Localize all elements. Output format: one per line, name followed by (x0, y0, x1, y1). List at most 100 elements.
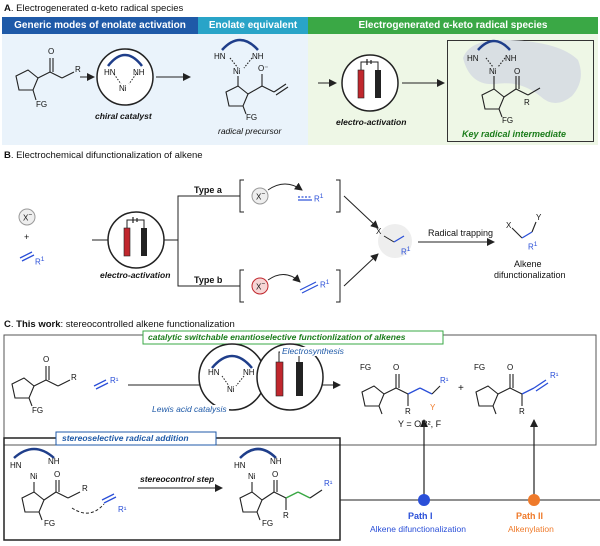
o-label-a3: O (514, 67, 521, 76)
type-b-r1-text: R (320, 280, 326, 290)
banner-text: catalytic switchable enantioselective fu… (148, 332, 406, 342)
section-b-title: B. Electrochemical difunctionalization o… (4, 150, 203, 161)
fg-label-a3: FG (502, 116, 514, 125)
fg-label-c1: FG (32, 406, 44, 415)
chiral-catalyst-label: chiral catalyst (95, 111, 152, 121)
electrode-pair-a (357, 59, 381, 99)
imidazole-ketone-structure-c (11, 366, 71, 407)
section-a-label: A (4, 3, 11, 14)
type-b-bracket (239, 269, 341, 303)
imidazole-ketone-structure (15, 58, 75, 101)
nh-label-a1: NH (133, 68, 145, 77)
nh-label-a3: NH (505, 54, 517, 63)
fg-label-s2: FG (262, 519, 274, 528)
type-a-curved-arrow (267, 182, 303, 191)
ni-label-a3: Ni (489, 67, 497, 76)
x-minus-circle (18, 208, 36, 226)
product-r1-label: R1 (528, 241, 538, 252)
x-minus-text: X (23, 213, 29, 223)
section-b-title-text: Electrochemical difunctionalization of a… (16, 150, 203, 161)
x-minus-label: X− (23, 212, 33, 223)
r1-label-s2: R¹ (324, 479, 333, 488)
r-label-p2: R (519, 407, 525, 416)
hn-label-s1: HN (10, 461, 22, 470)
hn-label-a3: HN (467, 54, 479, 63)
type-a-r1-label: R1 (314, 193, 324, 204)
path1-title: Path I (408, 511, 433, 521)
nh-label-a2: NH (252, 52, 264, 61)
intermediate-r1-label: R1 (401, 246, 411, 257)
r1-label-b-reagent: R1 (35, 256, 45, 267)
header-electrogenerated: Electrogenerated α-keto radical species (308, 17, 598, 34)
stereo-product-structure (239, 447, 323, 521)
radical-precursor-label: radical precursor (218, 126, 282, 136)
fg-label-s1: FG (44, 519, 56, 528)
plus-sign-b: + (24, 232, 30, 242)
difunctionalization-label: difunctionalization (494, 270, 566, 280)
type-b-label: Type b (194, 275, 223, 285)
branch-lines (164, 195, 240, 287)
alkene-label: Alkene (514, 259, 542, 269)
stereo-banner-box (55, 431, 217, 446)
type-b-x-circle (251, 277, 269, 295)
this-work-label: This work (16, 319, 61, 330)
electro-activation-circle-a (341, 54, 399, 112)
arrow-type-a-to-int (343, 195, 379, 229)
stereo-alkene (101, 493, 117, 504)
o-label-a1: O (48, 47, 55, 56)
product-2-structure (475, 374, 549, 415)
panel-a-mid (198, 17, 308, 145)
path2-node (528, 494, 540, 506)
r-label-s1: R (82, 484, 88, 493)
hn-label-c1: HN (208, 368, 220, 377)
type-a-x-circle (251, 187, 269, 205)
lewis-acid-circle (198, 343, 266, 411)
key-intermediate-label: Key radical intermediate (462, 129, 567, 139)
arrow-type-b-to-int (343, 253, 379, 287)
o-label-p2: O (507, 363, 514, 372)
r-label-a3: R (524, 98, 530, 107)
key-intermediate-structure (477, 39, 541, 118)
electrosynthesis-circle (256, 343, 324, 411)
catalyst-shell-shape (463, 39, 581, 103)
lewis-acid-label: Lewis acid catalysis (150, 404, 229, 414)
radical-trapping-label: Radical trapping (428, 228, 494, 238)
r-label-p1: R (405, 407, 411, 416)
fg-label-p1: FG (360, 363, 372, 372)
path1-node (418, 494, 430, 506)
intermediate-x-label: X (376, 227, 382, 236)
fg-label-a1: FG (36, 100, 48, 109)
product-r1-text: R (528, 242, 534, 252)
plus-sign-c: + (458, 383, 464, 394)
stereocontrol-step-label: stereocontrol step (140, 474, 215, 484)
electrode-pair-b (123, 217, 147, 257)
ni-label-s1: Ni (30, 472, 38, 481)
r-label-c1: R (71, 373, 77, 382)
section-c-label: C (4, 319, 11, 330)
alkene-reagent (19, 251, 35, 262)
hn-label-a1: HN (104, 68, 116, 77)
type-b-r1-label: R1 (320, 279, 330, 290)
o-label-c1: O (43, 355, 50, 364)
electro-activation-label-b: electro-activation (100, 270, 171, 280)
key-intermediate-box (447, 40, 594, 142)
r1-label-p2: R¹ (550, 371, 559, 380)
alkene-reagent-c (93, 379, 109, 390)
section-a-title: A. Electrogenerated α-keto radical speci… (4, 3, 184, 14)
ligand-arc-1 (107, 53, 143, 67)
r1-text-b: R (35, 257, 41, 267)
r1-label-p1: R¹ (440, 376, 449, 385)
difunctionalized-product-structure (511, 221, 537, 239)
fg-label-p2: FG (474, 363, 486, 372)
o-label-s2: O (272, 470, 279, 479)
section-b-label: B (4, 150, 11, 161)
r-label-a1: R (75, 65, 81, 74)
o-minus-label-a2: O⁻ (258, 64, 269, 73)
hn-label-a2: HN (214, 52, 226, 61)
ni-label-a1: Ni (119, 84, 127, 93)
type-a-r1-text: R (314, 194, 320, 204)
product-x-label: X (506, 221, 512, 230)
y-label-p1: Y (430, 403, 436, 412)
path2-subtitle: Alkenylation (508, 524, 554, 534)
enolate-structure (221, 38, 289, 115)
